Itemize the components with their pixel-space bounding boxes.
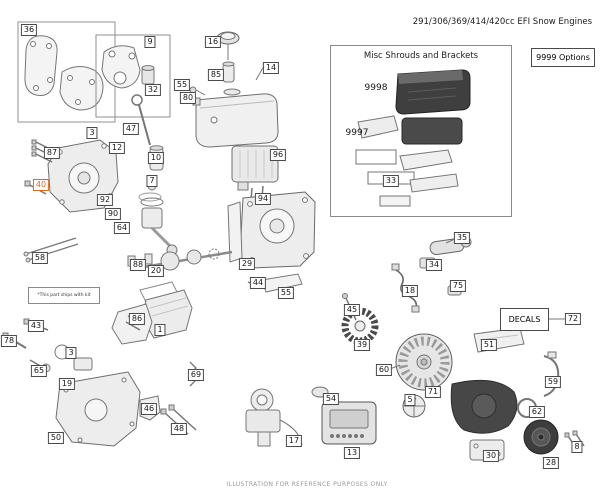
misc-shrouds-box: Misc Shrouds and Brackets <box>330 45 512 217</box>
callout-9997[interactable]: 9997 <box>345 128 369 138</box>
callout-51[interactable]: 51 <box>480 339 498 351</box>
shroud-9998-drawing <box>395 69 471 115</box>
ships-with-kit-note: *This part ships with kit <box>28 287 100 304</box>
callout-92[interactable]: 92 <box>96 194 114 206</box>
fuel-tank-drawing <box>195 88 279 148</box>
callout-94[interactable]: 94 <box>254 193 272 205</box>
cover-plate-drawing <box>95 34 171 118</box>
callout-87[interactable]: 87 <box>43 147 61 159</box>
callout-54[interactable]: 54 <box>322 393 340 405</box>
ecu-module-drawing <box>321 401 377 445</box>
shroud-9997-drawing <box>357 115 463 145</box>
callout-17[interactable]: 17 <box>285 435 303 447</box>
gasket-panel-drawing <box>17 21 116 123</box>
callout-36[interactable]: 36 <box>20 24 38 36</box>
callout-88[interactable]: 88 <box>129 259 147 271</box>
callout-69[interactable]: 69 <box>187 369 205 381</box>
callout-9[interactable]: 9 <box>144 36 156 48</box>
callout-44[interactable]: 44 <box>249 277 267 289</box>
callout-78[interactable]: 78 <box>0 335 18 347</box>
callout-45[interactable]: 45 <box>343 304 361 316</box>
callout-19[interactable]: 19 <box>58 378 76 390</box>
callout-96[interactable]: 96 <box>269 149 287 161</box>
callout-65[interactable]: 65 <box>30 365 48 377</box>
piston-assembly-drawing <box>138 192 178 256</box>
callout-48[interactable]: 48 <box>170 423 188 435</box>
callout-35[interactable]: 35 <box>453 232 471 244</box>
callout-46[interactable]: 46 <box>140 403 158 415</box>
decals-label: DECALS <box>508 315 541 324</box>
callout-9998[interactable]: 9998 <box>364 83 388 93</box>
callout-30[interactable]: 30 <box>482 450 500 462</box>
callout-29[interactable]: 29 <box>238 258 256 270</box>
recoil-starter-drawing <box>523 419 559 455</box>
callout-40[interactable]: 40 <box>32 179 50 191</box>
callout-39[interactable]: 39 <box>353 339 371 351</box>
callout-1[interactable]: 1 <box>154 324 166 336</box>
options-9999-box[interactable]: 9999 Options <box>531 48 595 67</box>
callout-20[interactable]: 20 <box>147 265 165 277</box>
callout-58[interactable]: 58 <box>31 252 49 264</box>
callout-5[interactable]: 5 <box>404 394 416 406</box>
muffler-drawing <box>231 145 279 191</box>
callout-75[interactable]: 75 <box>449 280 467 292</box>
dipstick-drawing <box>131 94 151 146</box>
flywheel-drawing <box>395 333 453 391</box>
callout-90[interactable]: 90 <box>104 208 122 220</box>
callout-16[interactable]: 16 <box>204 36 222 48</box>
page-title: 291/306/369/414/420cc EFI Snow Engines <box>412 17 592 27</box>
callout-13[interactable]: 13 <box>343 447 361 459</box>
callout-55[interactable]: 55 <box>173 79 191 91</box>
oil-pan-drawing <box>55 371 141 447</box>
callout-50[interactable]: 50 <box>47 432 65 444</box>
carburetor-drawing <box>245 388 303 447</box>
callout-14[interactable]: 14 <box>262 62 280 74</box>
callout-33[interactable]: 33 <box>382 175 400 187</box>
callout-64[interactable]: 64 <box>113 222 131 234</box>
callout-32[interactable]: 32 <box>144 84 162 96</box>
callout-8[interactable]: 8 <box>571 441 583 453</box>
misc-shrouds-title: Misc Shrouds and Brackets <box>363 51 479 61</box>
callout-71[interactable]: 71 <box>424 386 442 398</box>
callout-43[interactable]: 43 <box>27 320 45 332</box>
callout-62[interactable]: 62 <box>528 406 546 418</box>
callout-80[interactable]: 80 <box>179 92 197 104</box>
callout-59[interactable]: 59 <box>544 376 562 388</box>
callout-28[interactable]: 28 <box>542 457 560 469</box>
callout-34[interactable]: 34 <box>425 259 443 271</box>
options-9999-label: 9999 Options <box>536 53 590 62</box>
callout-47[interactable]: 47 <box>122 123 140 135</box>
callout-10[interactable]: 10 <box>147 152 165 164</box>
callout-55[interactable]: 55 <box>277 287 295 299</box>
callout-72[interactable]: 72 <box>564 313 582 325</box>
fuel-cap-drawing <box>216 31 240 60</box>
callout-18[interactable]: 18 <box>401 285 419 297</box>
callout-86[interactable]: 86 <box>128 313 146 325</box>
blower-housing-drawing <box>450 379 518 434</box>
ships-with-kit-note-text: *This part ships with kit <box>37 293 91 298</box>
decals-box[interactable]: DECALS <box>500 308 549 331</box>
callout-3[interactable]: 3 <box>65 347 77 359</box>
callout-60[interactable]: 60 <box>375 364 393 376</box>
callout-3[interactable]: 3 <box>86 127 98 139</box>
wire-harness-drawing <box>391 263 420 313</box>
callout-85[interactable]: 85 <box>207 69 225 81</box>
reference-disclaimer: ILLUSTRATION FOR REFERENCE PURPOSES ONLY <box>226 481 388 488</box>
callout-7[interactable]: 7 <box>146 175 158 187</box>
callout-12[interactable]: 12 <box>108 142 126 154</box>
